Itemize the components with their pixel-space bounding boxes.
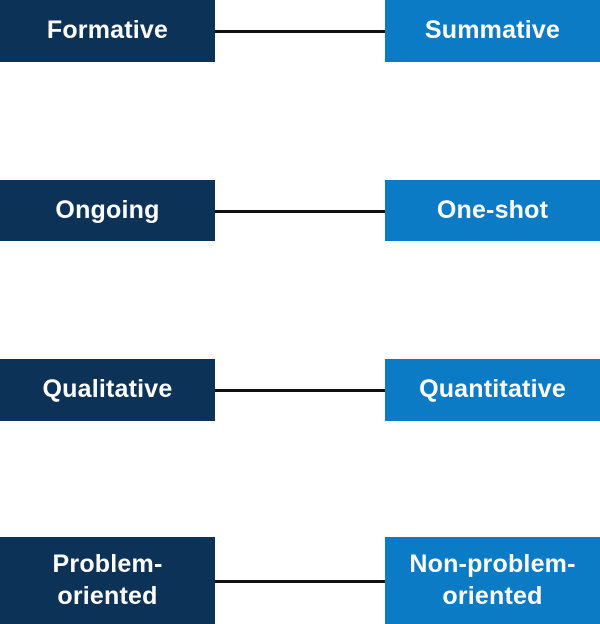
left-box-formative: Formative — [0, 0, 215, 62]
pair-row-3: Qualitative Quantitative — [0, 359, 600, 421]
connector-line — [215, 209, 385, 213]
left-box-problem-oriented: Problem- oriented — [0, 537, 215, 624]
right-box-one-shot: One-shot — [385, 180, 600, 241]
pair-row-2: Ongoing One-shot — [0, 180, 600, 241]
left-box-qualitative: Qualitative — [0, 359, 215, 421]
right-box-non-problem-oriented: Non-problem- oriented — [385, 537, 600, 624]
left-box-ongoing: Ongoing — [0, 180, 215, 241]
connector-line — [215, 579, 385, 583]
right-box-summative: Summative — [385, 0, 600, 62]
right-box-quantitative: Quantitative — [385, 359, 600, 421]
pair-row-1: Formative Summative — [0, 0, 600, 62]
connector-line — [215, 389, 385, 392]
pair-row-4: Problem- oriented Non-problem- oriented — [0, 537, 600, 624]
connector-line — [215, 30, 385, 33]
